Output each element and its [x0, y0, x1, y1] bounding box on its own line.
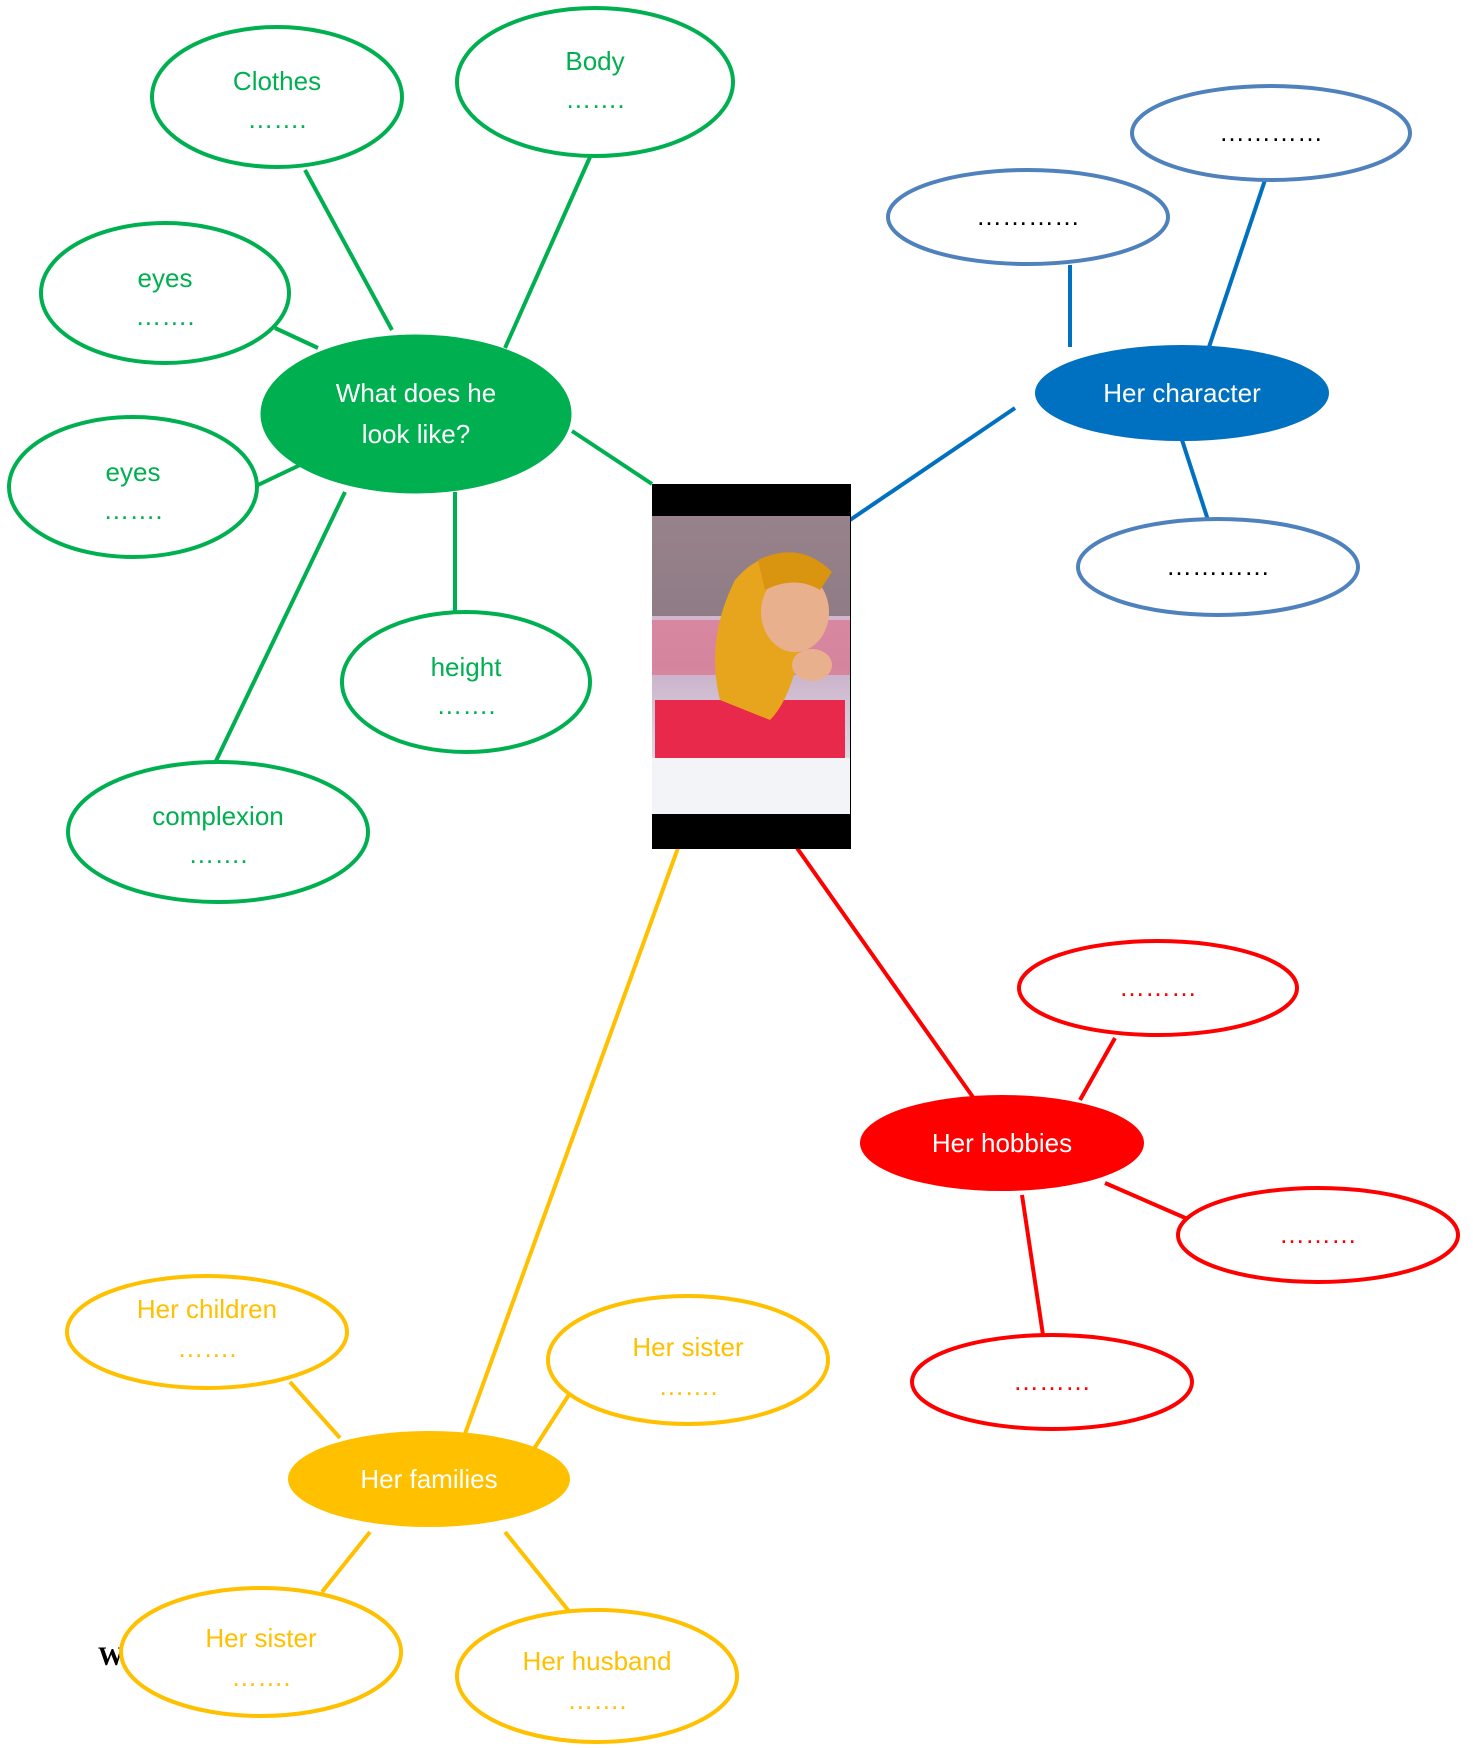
node-families-children: Her children …….: [65, 1274, 349, 1390]
node-hobbies-bottom: ………: [910, 1333, 1194, 1431]
node-complexion: complexion …….: [66, 760, 370, 904]
node-eyes-2: eyes …….: [7, 415, 259, 559]
node-clothes-blank: …….: [247, 104, 306, 134]
node-hobbies-right-text: ………: [1279, 1219, 1357, 1249]
node-families-sister-bottom-blank: …….: [231, 1662, 290, 1692]
node-families-sister-right-title: Her sister: [632, 1332, 744, 1362]
node-families-sister-bottom: Her sister …….: [119, 1586, 403, 1718]
connector-families-sister-bottom: [320, 1530, 372, 1594]
connector-hobbies-center: [795, 846, 977, 1102]
node-hobbies-top: ………: [1017, 939, 1299, 1037]
node-clothes-title: Clothes: [233, 66, 321, 96]
character-hub-label: Her character: [1103, 378, 1261, 408]
node-families-sister-right-blank: …….: [658, 1371, 717, 1401]
node-clothes: Clothes …….: [150, 25, 404, 169]
node-families-husband-blank: …….: [567, 1685, 626, 1715]
node-families-husband: Her husband …….: [455, 1608, 739, 1744]
hobbies-hub: Her hobbies: [860, 1095, 1144, 1191]
node-body: Body …….: [455, 6, 735, 158]
node-character-bottom: …………: [1076, 517, 1360, 617]
node-height: height …….: [340, 610, 592, 754]
connector-character-top-right: [1206, 179, 1267, 351]
node-families-sister-right: Her sister …….: [546, 1294, 830, 1426]
node-character-top-left: …………: [886, 168, 1170, 266]
connector-complexion: [213, 491, 347, 764]
connector-families-husband: [503, 1530, 574, 1617]
node-eyes-1-blank: …….: [135, 301, 194, 331]
node-eyes-2-blank: …….: [103, 495, 162, 525]
node-families-husband-title: Her husband: [523, 1646, 672, 1676]
node-character-top-right-text: …………: [1219, 117, 1323, 147]
node-hobbies-bottom-text: ………: [1013, 1366, 1091, 1396]
node-hobbies-top-text: ………: [1119, 972, 1197, 1002]
center-photo: [652, 484, 851, 849]
node-height-title: height: [431, 652, 503, 682]
connector-families-center: [460, 847, 680, 1443]
node-complexion-blank: …….: [188, 839, 247, 869]
appearance-hub-line2: look like?: [362, 419, 470, 449]
connector-clothes: [303, 169, 394, 331]
connector-eyes-1: [274, 326, 319, 350]
connector-lines: [213, 156, 1267, 1617]
node-character-top-left-text: …………: [976, 201, 1080, 231]
node-body-title: Body: [565, 46, 624, 76]
node-character-top-right: …………: [1130, 84, 1412, 182]
node-height-blank: …….: [436, 690, 495, 720]
character-hub: Her character: [1035, 345, 1329, 441]
connector-hobbies-bottom: [1020, 1194, 1045, 1336]
hobbies-hub-label: Her hobbies: [932, 1128, 1072, 1158]
families-hub: Her families: [288, 1431, 570, 1527]
node-families-sister-bottom-title: Her sister: [205, 1623, 317, 1653]
node-character-bottom-text: …………: [1166, 551, 1270, 581]
node-complexion-title: complexion: [152, 801, 284, 831]
node-families-children-blank: …….: [177, 1333, 236, 1363]
connector-hobbies-top: [1078, 1037, 1117, 1101]
connector-hobbies-right: [1104, 1181, 1191, 1222]
node-eyes-2-title: eyes: [106, 457, 161, 487]
node-eyes-1: eyes …….: [39, 221, 291, 365]
node-hobbies-right: ………: [1176, 1186, 1460, 1284]
connector-eyes-2: [257, 463, 301, 487]
connector-character-center: [848, 406, 1017, 522]
connector-character-bottom: [1180, 439, 1210, 521]
node-families-children-title: Her children: [137, 1294, 277, 1324]
connector-families-children: [288, 1380, 342, 1440]
node-eyes-1-title: eyes: [138, 263, 193, 293]
families-hub-label: Her families: [360, 1464, 497, 1494]
appearance-hub-line1: What does he: [336, 378, 496, 408]
connector-body: [503, 156, 592, 349]
connector-families-sister-right: [528, 1388, 574, 1457]
node-body-blank: …….: [565, 84, 624, 114]
appearance-hub: What does he look like?: [260, 334, 572, 494]
connector-appearance-center: [570, 429, 654, 486]
